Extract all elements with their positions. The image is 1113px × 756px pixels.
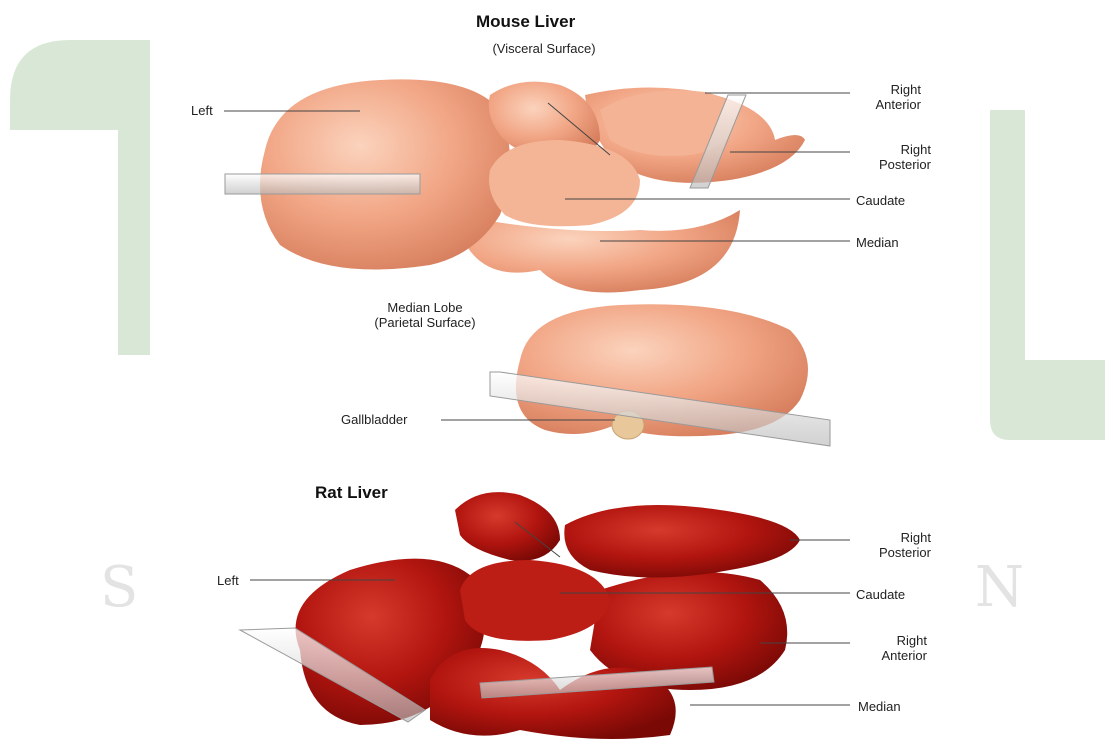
rat-liver-illustration — [240, 492, 800, 739]
mouse-label-right-anterior: Right Anterior — [855, 82, 921, 112]
median-lobe-caption-line1: Median Lobe — [350, 300, 500, 315]
rat-label-median: Median — [858, 699, 901, 714]
rat-label-right-anterior-line1: Right — [855, 633, 927, 648]
watermark-right-shape — [990, 110, 1105, 440]
rat-caudate-lobe — [460, 560, 610, 641]
mouse-label-median: Median — [856, 235, 899, 250]
mouse-label-right-anterior-line2: Anterior — [855, 97, 921, 112]
watermark-letter-s: S — [100, 555, 138, 620]
rat-liver-title: Rat Liver — [315, 483, 388, 503]
rat-label-right-posterior-line2: Posterior — [855, 545, 931, 560]
mouse-left-slice-plane — [225, 174, 420, 194]
rat-label-right-posterior-line1: Right — [855, 530, 931, 545]
mouse-label-right-anterior-line1: Right — [855, 82, 921, 97]
rat-label-left: Left — [217, 573, 239, 588]
watermark-left-shape — [10, 40, 150, 355]
mouse-label-right-posterior: Right Posterior — [855, 142, 931, 172]
rat-upper-lobe — [455, 492, 560, 561]
rat-label-right-anterior: Right Anterior — [855, 633, 927, 663]
mouse-median-lobe-illustration — [490, 304, 830, 446]
mouse-label-caudate: Caudate — [856, 193, 905, 208]
median-lobe-caption: Median Lobe (Parietal Surface) — [350, 300, 500, 330]
watermark-letter-n: N — [975, 555, 1024, 620]
mouse-label-right-posterior-line1: Right — [855, 142, 931, 157]
rat-right-posterior-lobe — [564, 505, 800, 578]
mouse-liver-subtitle: (Visceral Surface) — [474, 41, 614, 56]
gallbladder-label: Gallbladder — [341, 412, 408, 427]
rat-label-right-anterior-line2: Anterior — [855, 648, 927, 663]
median-lobe-caption-line2: (Parietal Surface) — [350, 315, 500, 330]
mouse-liver-title: Mouse Liver — [476, 12, 575, 32]
mouse-label-left: Left — [191, 103, 213, 118]
rat-label-caudate: Caudate — [856, 587, 905, 602]
mouse-label-right-posterior-line2: Posterior — [855, 157, 931, 172]
rat-label-right-posterior: Right Posterior — [855, 530, 931, 560]
